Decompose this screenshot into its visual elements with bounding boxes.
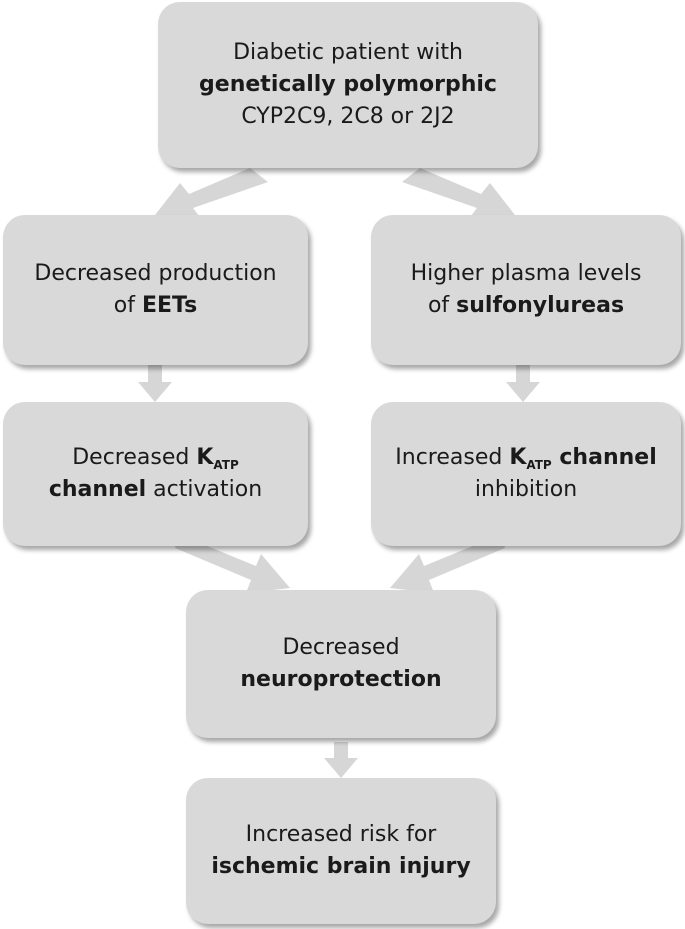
patient-line-1: Diabetic patient with [233, 40, 463, 66]
arrow-patient-to-sulfonylureas [402, 168, 515, 220]
arrow-katp-inhibition-to-neuroprotection [390, 534, 505, 593]
patient-line-2: genetically polymorphic [199, 72, 497, 98]
brain-injury-line-1: Increased risk for [245, 822, 437, 848]
eets-line-2-prefix: of [113, 293, 142, 318]
eets-line-1: Decreased production [34, 261, 277, 287]
node-higher-sulfonylureas: Higher plasma levels of sulfonylureas [371, 215, 681, 365]
arrow-sulfonylureas-to-katp-inhibition [506, 365, 540, 402]
sulfonylureas-line-2-prefix: of [427, 293, 457, 318]
neuroprotection-line-1: Decreased [282, 635, 400, 661]
node-ischemic-brain-injury: Increased risk for ischemic brain injury [186, 778, 496, 924]
arrow-katp-activation-to-neuroprotection [175, 534, 290, 593]
sulfonylureas-line-1: Higher plasma levels [410, 261, 642, 287]
katp-activation-prefix: Decreased [72, 444, 197, 470]
katp-inhibition-line-2: inhibition [474, 477, 578, 503]
patient-line-3: CYP2C9, 2C8 or 2J2 [241, 103, 455, 129]
neuroprotection-term: neuroprotection [240, 667, 442, 692]
brain-injury-term: ischemic brain injury [211, 854, 471, 879]
arrow-neuroprotection-to-brain-injury [324, 742, 358, 778]
arrow-eets-to-katp-activation [138, 365, 172, 402]
katp-subscript: ATP [213, 457, 239, 472]
katp-k: K [196, 444, 214, 470]
node-diabetic-patient: Diabetic patient with genetically polymo… [158, 2, 538, 168]
katp-k: K [509, 444, 527, 470]
node-katp-inhibition: Increased KATP channel inhibition [371, 402, 681, 546]
node-katp-activation: Decreased KATP channel activation [3, 402, 308, 546]
katp-activation-suffix: activation [146, 477, 263, 503]
katp-activation-channel: channel [48, 477, 147, 503]
arrow-patient-to-eets [155, 168, 268, 220]
sulfonylureas-term: sulfonylureas [456, 293, 625, 318]
katp-inhibition-prefix: Increased [395, 444, 510, 470]
katp-subscript: ATP [526, 457, 552, 472]
node-decreased-neuroprotection: Decreased neuroprotection [186, 590, 496, 738]
node-decreased-eets: Decreased production of EETs [3, 215, 308, 365]
eets-term: EETs [141, 293, 198, 318]
katp-inhibition-channel: channel [551, 444, 657, 470]
